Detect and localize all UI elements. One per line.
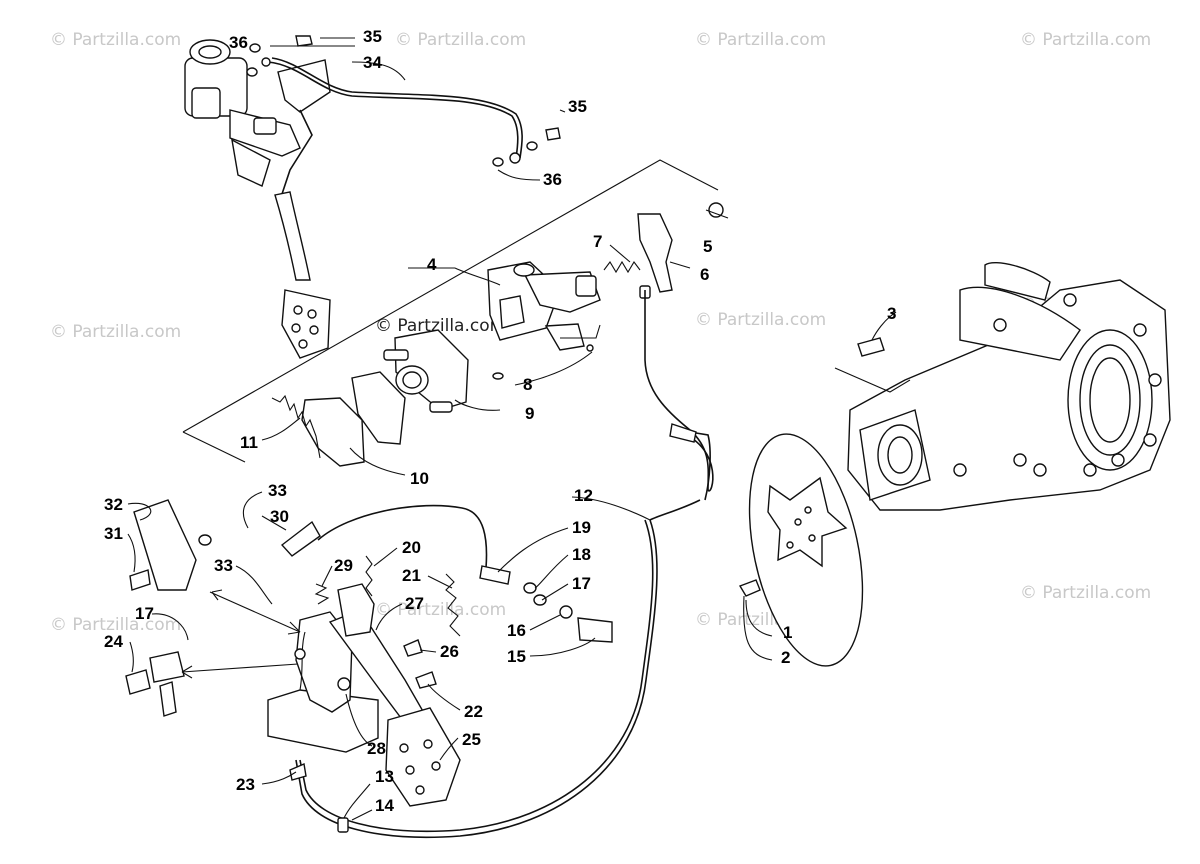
watermark: © Partzilla.com [395,30,527,50]
callout-31: 31 [104,524,123,543]
brake-cable [644,290,710,491]
callout-12: 12 [574,486,593,505]
callout-36: 36 [229,33,248,52]
callout-27: 27 [405,594,424,613]
callout-23: 23 [236,775,255,794]
callout-17: 17 [572,574,591,593]
callout-36-right: 36 [543,170,562,189]
callout-18: 18 [572,545,591,564]
callout-20: 20 [402,538,421,557]
callout-19: 19 [572,518,591,537]
callout-16: 16 [507,621,526,640]
callout-15: 15 [507,647,526,666]
callout-28: 28 [367,739,386,758]
watermark: © Partzilla.com [1020,30,1152,50]
callout-7: 7 [593,232,603,251]
callout-21: 21 [402,566,421,585]
callout-11: 11 [240,433,258,452]
callout-1: 1 [783,623,793,642]
callout-26: 26 [440,642,459,661]
watermark: © Partzilla.com [50,615,182,635]
callout-17-left: 17 [135,604,154,623]
callout-2: 2 [781,648,791,667]
callout-33: 33 [268,481,287,500]
watermark: © Partzilla.com [695,310,827,330]
callout-5: 5 [703,237,713,256]
watermark: © Partzilla.com [50,322,182,342]
callout-32: 32 [104,495,123,514]
caliper-assembly [182,159,724,467]
master-cylinder-assembly [184,35,561,359]
watermark: © Partzilla.com [375,600,507,620]
watermark-center: © Partzilla.com [375,316,507,336]
watermark: © Partzilla.com [1020,583,1152,603]
callout-24: 24 [104,632,123,651]
brake-pedal-assembly [125,499,461,833]
callout-22: 22 [464,702,483,721]
callout-35-right: 35 [568,97,587,116]
callout-8: 8 [523,375,533,394]
callout-6: 6 [700,265,710,284]
callout-13: 13 [375,767,394,786]
callout-35: 35 [363,27,382,46]
watermark: © Partzilla.com [50,30,182,50]
callout-30: 30 [270,507,289,526]
callout-3: 3 [887,304,897,323]
leader-lines [127,37,897,821]
callout-29: 29 [334,556,353,575]
watermark: © Partzilla.com [695,30,827,50]
callout-9: 9 [525,404,535,423]
brake-disc-and-gearcase [738,262,1171,667]
callout-34: 34 [363,53,382,72]
callout-14: 14 [375,796,394,815]
callout-33-lower: 33 [214,556,233,575]
callout-4: 4 [427,255,437,274]
callout-10: 10 [410,469,429,488]
callout-25: 25 [462,730,481,749]
